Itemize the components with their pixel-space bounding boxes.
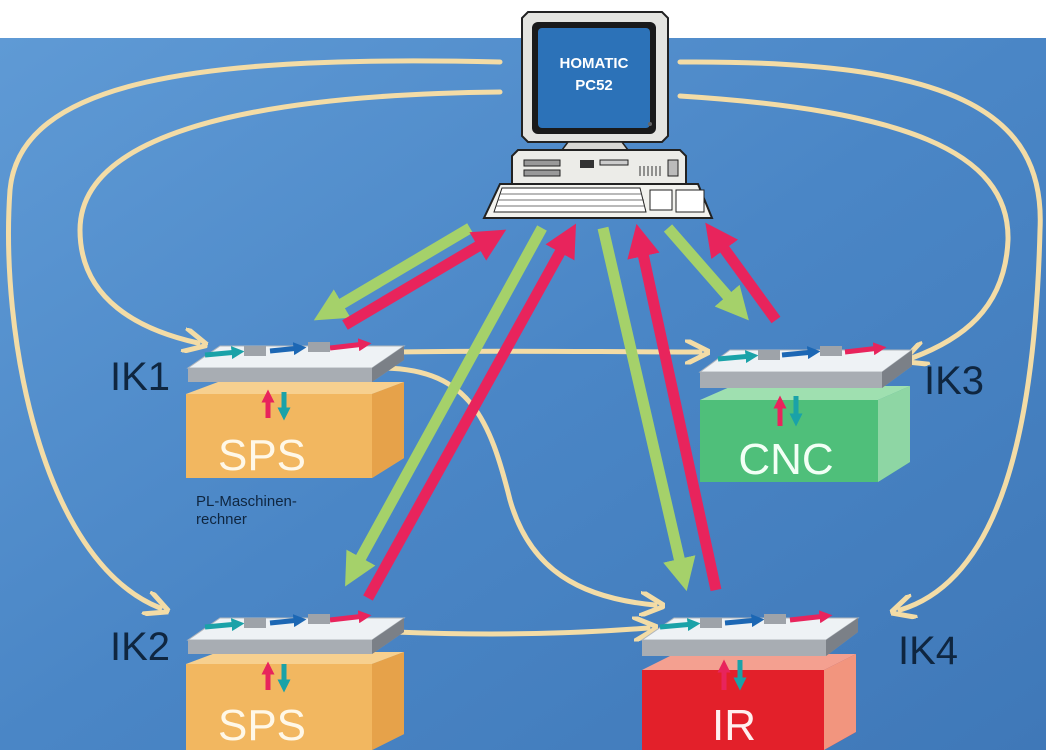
status-panel xyxy=(580,160,594,168)
device-label-ik3: CNC xyxy=(738,435,833,484)
green-arrow-pc-to-ik4 xyxy=(597,226,696,592)
device-box-ik1 xyxy=(186,382,404,478)
pink-arrow-ik1-to-pc xyxy=(342,229,507,330)
device-label-ik1: SPS xyxy=(218,431,306,480)
keyboard-nav-keys xyxy=(649,189,673,211)
floppy-drive-2 xyxy=(523,169,561,177)
keyboard-numpad xyxy=(675,189,705,213)
homatic-computer: HOMATIC PC52 xyxy=(482,11,714,219)
card-arrows-ik1 xyxy=(204,338,372,360)
io-arrows-ik1 xyxy=(261,389,291,421)
drive-bay xyxy=(599,159,629,166)
power-led xyxy=(648,122,652,126)
green-arrow-pc-to-ik1 xyxy=(313,223,473,321)
io-arrows-ik2 xyxy=(261,661,291,693)
node-ik1: SPS IK1 xyxy=(110,338,406,480)
key-rows xyxy=(496,193,645,207)
ring-arrow-ik1-to-ik4 xyxy=(382,365,655,605)
monitor-stand xyxy=(560,141,630,151)
ring-arrow-ik2-to-ik4 xyxy=(392,628,648,634)
pink-arrow-ik2-to-pc xyxy=(363,223,577,601)
device-label-ik4: IR xyxy=(712,701,756,750)
green-arrow-pc-to-ik3 xyxy=(663,224,749,321)
monitor-screen xyxy=(538,28,650,128)
card-arrows-ik2 xyxy=(204,610,372,632)
node-label-ik4: IK4 xyxy=(898,629,958,673)
screen-model: PC52 xyxy=(575,77,613,94)
device-box-ik2 xyxy=(186,652,404,750)
floppy-drive-1 xyxy=(523,159,561,167)
ring-arrows xyxy=(6,58,1043,634)
pink-arrow-ik4-to-pc xyxy=(627,223,722,592)
ring-arrow-pc-to-ik2 xyxy=(6,58,503,608)
card-arrows-ik4 xyxy=(659,610,833,632)
ring-arrow-pc-to-ik4 xyxy=(677,59,1043,610)
screen-title: HOMATIC xyxy=(560,55,629,72)
power-switch xyxy=(667,159,679,177)
device-box-ik4 xyxy=(642,654,856,750)
io-arrows-ik3 xyxy=(773,395,803,427)
device-label-ik2: SPS xyxy=(218,701,306,750)
node-label-ik3: IK3 xyxy=(924,359,984,403)
ring-arrow-pc-to-ik3 xyxy=(677,93,1011,358)
green-arrow-pc-to-ik2 xyxy=(345,225,547,587)
annotation-line1: PL-Maschinen- xyxy=(196,493,297,510)
pink-arrow-ik3-to-pc xyxy=(705,222,781,324)
ring-arrow-ik1-to-ik3 xyxy=(392,351,700,352)
node-label-ik2: IK2 xyxy=(110,625,170,669)
star-arrows xyxy=(313,222,781,601)
node-ik4: IR IK4 xyxy=(640,610,958,750)
node-label-ik1: IK1 xyxy=(110,355,170,399)
annotation-line2: rechner xyxy=(196,511,247,528)
node-ik2: SPS IK2 xyxy=(110,610,406,750)
vent-grille xyxy=(639,166,661,176)
io-arrows-ik4 xyxy=(717,659,747,691)
node-ik3: CNC IK3 xyxy=(698,342,984,484)
device-box-ik3 xyxy=(700,386,910,482)
card-arrows-ik3 xyxy=(717,342,887,364)
ring-arrow-pc-to-ik1 xyxy=(77,89,503,343)
